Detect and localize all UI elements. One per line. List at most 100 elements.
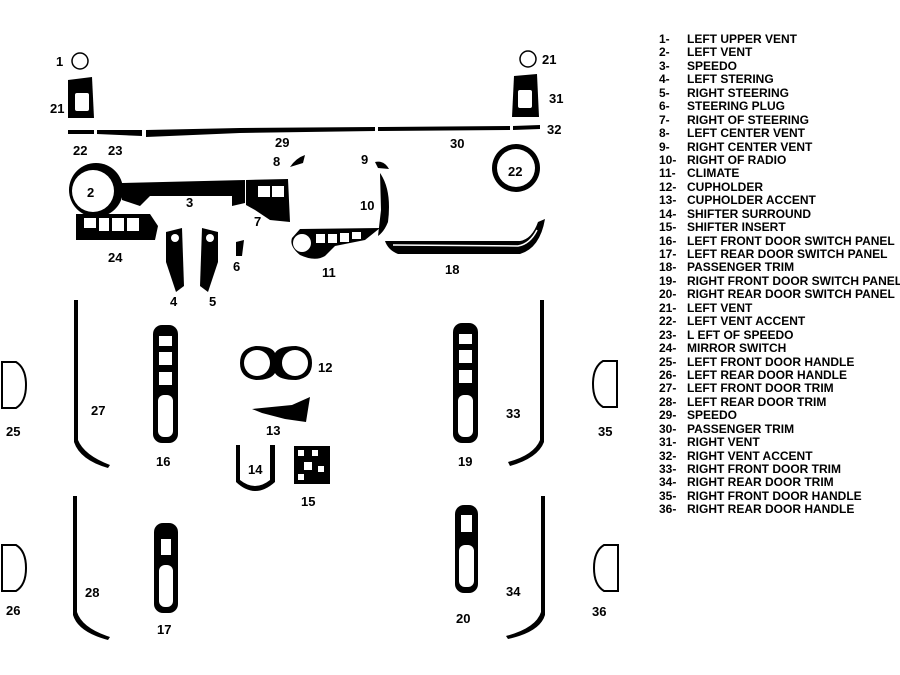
part-32-right-vent-accent (513, 125, 540, 130)
legend-number: 28- (659, 394, 677, 409)
part-24-mirror-switch (76, 214, 158, 240)
legend-label: SHIFTER INSERT (687, 220, 786, 235)
legend-item: 33- RIGHT FRONT DOOR TRIM (659, 462, 900, 476)
legend-label: RIGHT VENT (687, 435, 760, 450)
legend-label: LEFT REAR DOOR TRIM (687, 394, 827, 409)
legend-item: 9- RIGHT CENTER VENT (659, 139, 900, 154)
part-6-steering-plug (236, 240, 244, 256)
legend-item: 31- RIGHT VENT (659, 435, 900, 450)
legend-item: 11- CLIMATE (659, 166, 900, 181)
legend-label: LEFT FRONT DOOR HANDLE (687, 354, 855, 369)
callout-29: 29 (275, 135, 289, 150)
part-9-right-center-vent (375, 161, 389, 169)
legend-label: RIGHT CENTER VENT (687, 139, 813, 154)
legend-number: 6- (659, 99, 670, 114)
part-25-left-front-door-handle (1, 361, 28, 409)
part-12-cupholder (240, 346, 312, 380)
part-35-right-front-door-handle (591, 360, 618, 408)
legend-label: CLIMATE (687, 166, 740, 181)
legend-item: 20-RIGHT REAR DOOR SWITCH PANEL (659, 287, 900, 302)
legend-item: 35- RIGHT FRONT DOOR HANDLE (659, 488, 900, 503)
legend-number: 30- (659, 421, 677, 436)
part-20-right-rear-door-switch-panel (455, 505, 478, 593)
callout-13: 13 (266, 423, 280, 438)
callout-14: 14 (248, 462, 263, 477)
part-3-speedo (122, 180, 245, 206)
legend-number: 10- (659, 152, 677, 167)
legend-number: 12- (659, 179, 677, 194)
legend-item: 14- SHIFTER SURROUND (659, 206, 900, 221)
part-13-cupholder-accent (252, 397, 310, 422)
legend-number: 23- (659, 327, 677, 342)
part-36-right-rear-door-handle (592, 544, 619, 592)
legend-label: RIGHT STEERING (687, 85, 790, 100)
legend-label: CUPHOLDER ACCENT (687, 193, 816, 208)
legend-label: RIGHT REAR DOOR TRIM (687, 475, 834, 490)
part-16-left-front-door-switch-panel (153, 325, 178, 443)
legend-number: 11- (659, 166, 676, 181)
callout-21-right: 21 (542, 52, 556, 67)
legend-label: STEERING PLUG (687, 99, 786, 114)
legend-item: 13- CUPHOLDER ACCENT (659, 193, 900, 208)
legend-number: 20- (659, 287, 677, 302)
legend-label: SHIFTER SURROUND (687, 206, 812, 221)
legend-number: 9- (659, 139, 670, 154)
legend-label: SPEEDO (687, 408, 738, 423)
legend-number: 35- (659, 488, 677, 503)
callout-22-left: 22 (73, 143, 87, 158)
callout-20: 20 (456, 611, 470, 626)
callout-24: 24 (108, 250, 123, 265)
legend-number: 36- (659, 502, 677, 517)
legend-number: 14- (659, 206, 677, 221)
legend-label: PASSENGER TRIM (687, 260, 795, 275)
legend-item: 6- STEERING PLUG (659, 99, 900, 114)
legend-item: 34- RIGHT REAR DOOR TRIM (659, 475, 900, 490)
part-10-right-of-radio (378, 173, 389, 236)
callout-27: 27 (91, 403, 105, 418)
legend-number: 31- (659, 435, 677, 450)
legend-number: 24- (659, 341, 677, 356)
legend-label: LEFT FRONT DOOR TRIM (687, 381, 834, 396)
legend-number: 5- (659, 85, 670, 100)
legend-label: PASSENGER TRIM (687, 421, 795, 436)
part-8-left-center-vent (290, 155, 305, 167)
part-31-right-vent (512, 74, 539, 117)
part-29-speedo-trim (146, 127, 375, 137)
legend-number: 33- (659, 462, 677, 476)
callout-11: 11 (322, 265, 336, 280)
legend-label: L EFT OF SPEEDO (687, 327, 794, 342)
legend-label: RIGHT FRONT DOOR HANDLE (687, 488, 862, 503)
callout-18: 18 (445, 262, 459, 277)
legend-label: LEFT STERING (687, 72, 774, 87)
legend-number: 15- (659, 220, 677, 235)
callout-6: 6 (233, 259, 240, 274)
legend-label: LEFT CENTER VENT (687, 126, 806, 141)
legend-number: 18- (659, 260, 677, 275)
legend-number: 21- (659, 300, 677, 315)
legend-item: 4-LEFT STERING (659, 72, 900, 87)
legend-item: 29-SPEEDO (659, 408, 900, 423)
legend-item: 19-RIGHT FRONT DOOR SWITCH PANEL (659, 273, 900, 288)
legend-label: RIGHT FRONT DOOR TRIM (687, 462, 841, 476)
legend-number: 34- (659, 475, 677, 490)
legend-item: 1-LEFT UPPER VENT (659, 32, 900, 46)
callout-28: 28 (85, 585, 99, 600)
callout-16: 16 (156, 454, 170, 469)
legend-label: RIGHT VENT ACCENT (687, 448, 813, 463)
legend-item: 8-LEFT CENTER VENT (659, 126, 900, 141)
legend-number: 2- (659, 45, 670, 60)
callout-17: 17 (157, 622, 171, 637)
legend-item: 7-RIGHT OF STEERING (659, 113, 900, 127)
callout-2: 2 (87, 185, 94, 200)
part-22-left-vent-accent (68, 130, 94, 134)
callout-23: 23 (108, 143, 122, 158)
legend-number: 13- (659, 193, 677, 208)
legend-number: 32- (659, 448, 677, 463)
legend-item: 3-SPEEDO (659, 59, 900, 73)
part-34-right-rear-door-trim (506, 496, 545, 639)
legend-label: RIGHT REAR DOOR HANDLE (687, 502, 855, 517)
legend-label: RIGHT FRONT DOOR SWITCH PANEL (687, 273, 900, 288)
callout-33: 33 (506, 406, 520, 421)
legend-item: 27-LEFT FRONT DOOR TRIM (659, 381, 900, 396)
